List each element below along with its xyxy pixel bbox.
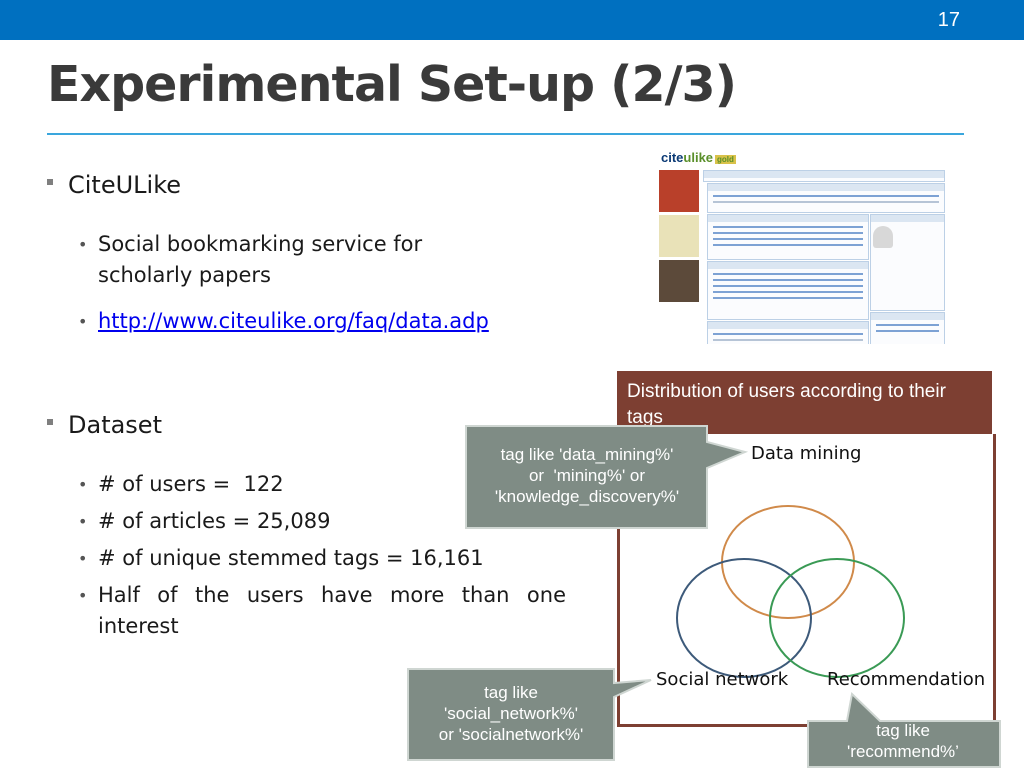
ad-banner <box>659 260 699 302</box>
bullet-dot-icon: • <box>78 312 88 331</box>
label-recommendation: Recommendation <box>827 669 986 690</box>
callout-recommend-text: tag like 'recommend%’ <box>847 721 959 761</box>
venn-diagram: Data mining Social network Recommendatio… <box>617 434 996 727</box>
groups-panel <box>707 321 869 344</box>
sub-bullet-description: • Social bookmarking service for scholar… <box>78 229 478 291</box>
bullet-dot-icon: • <box>78 586 88 605</box>
nav-bar <box>703 170 945 182</box>
title-underline <box>47 133 964 135</box>
sub-bullet-tags: • # of unique stemmed tags = 16,161 <box>78 543 484 574</box>
bullet-dataset-label: Dataset <box>68 411 162 439</box>
distribution-header-text: Distribution of users according to their… <box>627 381 946 428</box>
bullet-dot-icon: • <box>78 549 88 568</box>
recommendation-circle <box>769 558 905 678</box>
distribution-header: Distribution of users according to their… <box>617 371 992 435</box>
label-social-network: Social network <box>656 669 789 690</box>
sub-bullet-description-text: Social bookmarking service for scholarly… <box>98 232 423 287</box>
bullet-dataset: Dataset <box>47 411 162 439</box>
ad-banner <box>659 170 699 212</box>
tags-count-text: # of unique stemmed tags = 16,161 <box>98 546 484 570</box>
bullet-dot-icon: • <box>78 512 88 531</box>
ad-banner <box>659 215 699 257</box>
slide-number: 17 <box>937 9 960 31</box>
bullet-dot-icon: • <box>78 235 88 254</box>
sub-bullet-articles: • # of articles = 25,089 <box>78 506 331 537</box>
users-count-text: # of users = 122 <box>98 472 284 496</box>
bullet-square-icon <box>47 419 53 425</box>
articles-count-text: # of articles = 25,089 <box>98 509 331 533</box>
avatar <box>873 226 893 248</box>
library-panel <box>707 261 869 320</box>
sub-bullet-users: • # of users = 122 <box>78 469 284 500</box>
top-bar: 17 <box>0 0 1024 40</box>
recommendations-panel <box>707 214 869 260</box>
label-data-mining: Data mining <box>751 443 862 464</box>
latest-news-panel <box>707 183 945 213</box>
bullet-citeulike-label: CiteULike <box>68 171 182 199</box>
citeulike-data-link[interactable]: http://www.citeulike.org/faq/data.adp <box>98 309 489 333</box>
bullet-square-icon <box>47 179 53 185</box>
social-network-circle <box>676 558 812 678</box>
callout-social-network-text: tag like 'social_network%' or 'socialnet… <box>438 683 584 744</box>
sub-bullet-link: • http://www.citeulike.org/faq/data.adp <box>78 306 489 337</box>
ad-column <box>659 170 699 305</box>
data-mining-circle <box>721 505 855 619</box>
bullet-citeulike: CiteULike <box>47 171 182 199</box>
interest-text: Half of the users have more than one int… <box>98 583 566 638</box>
venn-svg <box>676 505 905 678</box>
slide-title: Experimental Set-up (2/3) <box>47 56 737 113</box>
neighbours-panel <box>870 312 945 344</box>
bullet-dot-icon: • <box>78 475 88 494</box>
sub-bullet-interest: • Half of the users have more than one i… <box>78 580 566 642</box>
callout-data-mining-text: tag like 'data_mining%' or 'mining%' or … <box>494 445 680 506</box>
